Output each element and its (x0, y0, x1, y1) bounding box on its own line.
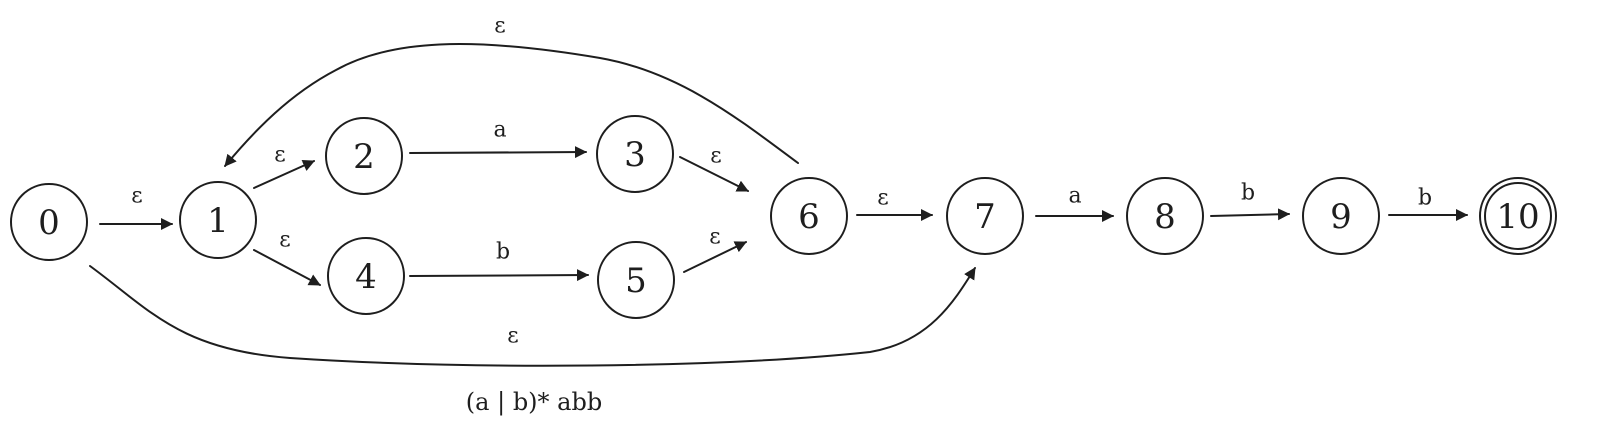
accepting-state-ring (1484, 182, 1552, 250)
state-label: 10 (1496, 197, 1539, 237)
state-label: 6 (798, 197, 820, 237)
states-layer: 0 1 2 3 4 5 6 7 8 9 10 (10, 115, 1557, 319)
transition-labels-layer: ε ε ε a b ε ε ε ε ε a b b (131, 14, 1432, 349)
transition-label-9-10: b (1418, 186, 1432, 211)
state-7: 7 (946, 177, 1024, 255)
state-0: 0 (10, 183, 88, 261)
transitions-layer (89, 43, 1468, 367)
transition-arrow-0-7 (89, 265, 976, 367)
transition-arrow-5-6 (683, 241, 747, 273)
transition-arrow-8-9 (1210, 208, 1290, 221)
state-label: 1 (207, 201, 229, 241)
state-label: 2 (353, 137, 375, 177)
state-circle (1302, 177, 1380, 255)
regex-caption: (a | b)* abb (466, 388, 602, 417)
state-label: 7 (974, 197, 996, 237)
state-circle (179, 181, 257, 259)
state-8: 8 (1126, 177, 1204, 255)
transition-arrow-6-1 (224, 43, 799, 167)
state-9: 9 (1302, 177, 1380, 255)
transition-label-7-8: a (1068, 184, 1081, 209)
state-3: 3 (596, 115, 674, 193)
state-circle (946, 177, 1024, 255)
state-4: 4 (327, 237, 405, 315)
transition-label-3-6: ε (710, 144, 721, 169)
state-label: 0 (38, 203, 60, 243)
state-label: 3 (624, 135, 646, 175)
state-label: 8 (1154, 197, 1176, 237)
transition-label-6-7: ε (877, 186, 888, 211)
transition-arrow-4-5 (409, 269, 589, 282)
state-10: 10 (1479, 177, 1557, 255)
state-5: 5 (597, 241, 675, 319)
transition-arrow-1-2 (253, 160, 315, 189)
state-circle (597, 241, 675, 319)
state-circle (10, 183, 88, 261)
transition-label-1-4: ε (279, 228, 290, 253)
state-1: 1 (179, 181, 257, 259)
transition-label-2-3: a (493, 118, 506, 143)
state-6: 6 (770, 177, 848, 255)
transition-label-4-5: b (496, 240, 510, 265)
state-circle (596, 115, 674, 193)
transition-label-0-7: ε (507, 324, 518, 349)
state-label: 5 (625, 261, 647, 301)
state-label: 9 (1330, 197, 1352, 237)
transition-arrow-2-3 (409, 146, 587, 159)
transition-arrow-3-6 (679, 156, 749, 192)
state-label: 4 (355, 257, 377, 297)
state-circle (1126, 177, 1204, 255)
transition-label-1-2: ε (274, 143, 285, 168)
state-circle (327, 237, 405, 315)
transition-arrow-1-4 (253, 249, 321, 286)
state-circle (1479, 177, 1557, 255)
transition-label-0-1: ε (131, 184, 142, 209)
state-circle (325, 117, 403, 195)
transition-label-8-9: b (1241, 181, 1255, 206)
state-circle (770, 177, 848, 255)
transition-label-5-6: ε (709, 225, 720, 250)
transition-label-6-1: ε (494, 14, 505, 39)
state-2: 2 (325, 117, 403, 195)
